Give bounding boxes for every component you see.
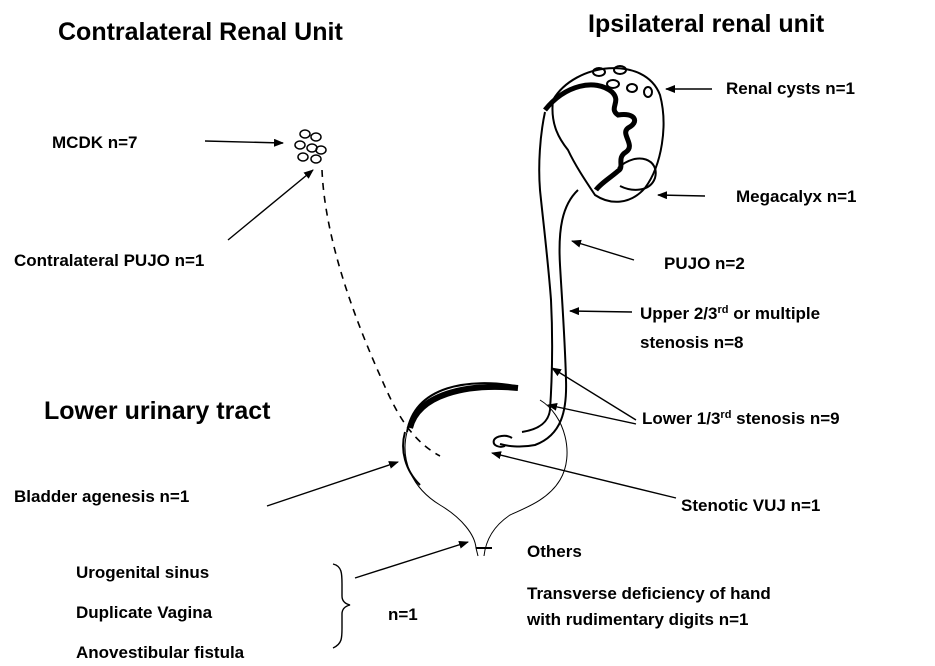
label-anovestibular-fistula: Anovestibular fistula (76, 643, 244, 663)
arrow-pujo (572, 241, 634, 260)
label-duplicate-vagina: Duplicate Vagina (76, 603, 212, 623)
mcdk-drawing (295, 130, 326, 163)
renal-cysts-drawing (593, 66, 652, 97)
header-contralateral: Contralateral Renal Unit (58, 18, 343, 46)
arrow-upper-stenosis (570, 311, 632, 312)
arrow-megacalyx (658, 195, 705, 196)
arrow-contralateral-pujo (228, 170, 313, 240)
label-upper-stenosis-line2: stenosis n=8 (640, 333, 743, 353)
ureter-drawing (494, 112, 578, 447)
label-urogenital-sinus: Urogenital sinus (76, 563, 209, 583)
label-others: Others (527, 542, 582, 562)
arrow-stenotic-vuj (492, 453, 676, 498)
arrow-mcdk (205, 141, 283, 143)
bladder-drawing (403, 383, 567, 556)
label-transverse-line2: with rudimentary digits n=1 (527, 610, 749, 630)
arrow-lower-stenosis-1 (552, 368, 636, 420)
header-lower-urinary-tract: Lower urinary tract (44, 397, 270, 425)
arrow-lower-group (355, 542, 468, 578)
label-transverse-line1: Transverse deficiency of hand (527, 584, 771, 604)
label-bladder-agenesis: Bladder agenesis n=1 (14, 487, 189, 507)
pointer-arrows (205, 89, 712, 578)
header-ipsilateral: Ipsilateral renal unit (588, 10, 824, 38)
label-megacalyx: Megacalyx n=1 (736, 187, 857, 207)
contralateral-ureter-dashed (322, 170, 440, 456)
label-pujo: PUJO n=2 (664, 254, 745, 274)
label-stenotic-vuj: Stenotic VUJ n=1 (681, 496, 820, 516)
label-contralateral-pujo: Contralateral PUJO n=1 (14, 251, 204, 271)
label-mcdk: MCDK n=7 (52, 133, 137, 153)
group-brace (333, 564, 350, 648)
label-renal-cysts: Renal cysts n=1 (726, 79, 855, 99)
label-group-count: n=1 (388, 605, 418, 625)
arrow-bladder-agenesis (267, 462, 398, 506)
label-upper-stenosis: Upper 2/3rd or multiple (640, 304, 820, 324)
label-lower-stenosis: Lower 1/3rd stenosis n=9 (642, 409, 840, 429)
